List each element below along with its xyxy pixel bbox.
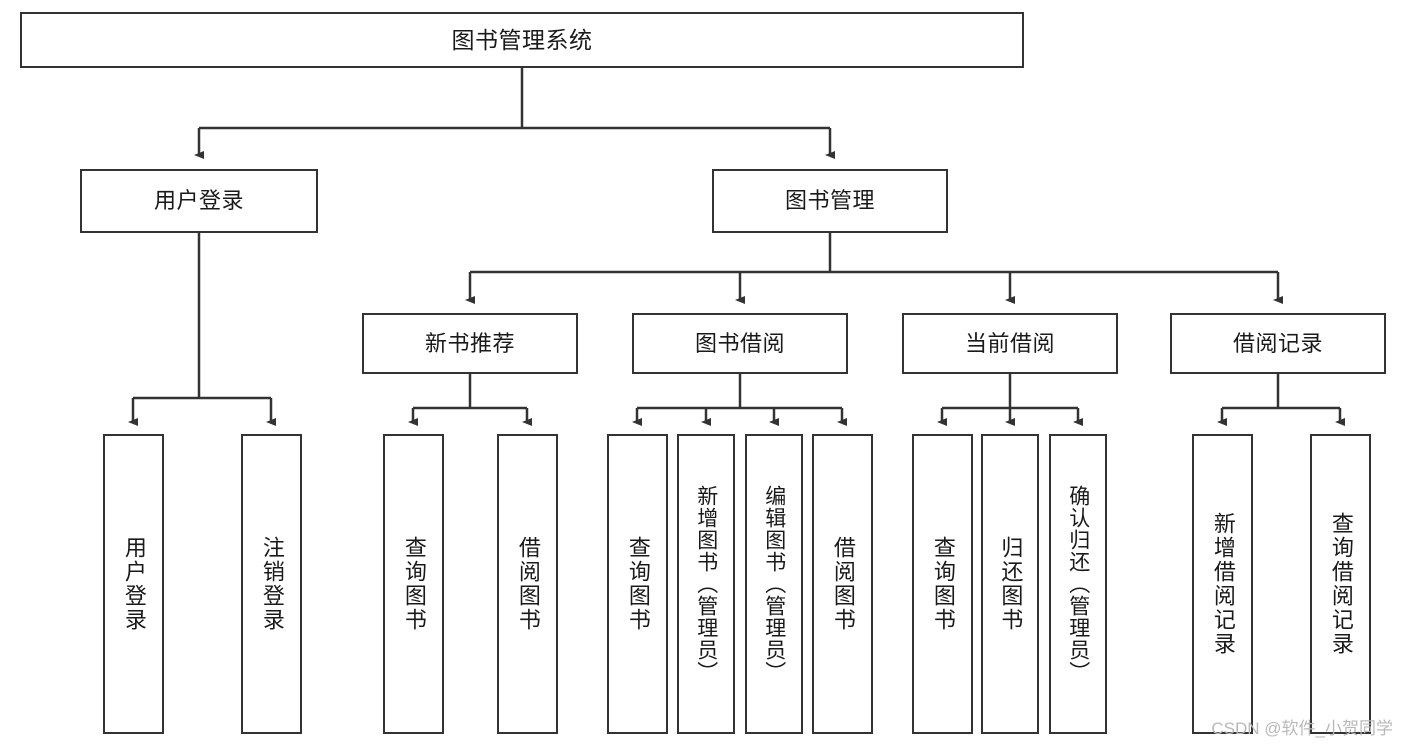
node-label: 查询图书 [401, 536, 427, 632]
leaf-book-borrow-query[interactable]: 查询图书 [607, 434, 668, 734]
leaf-current-borrow-return[interactable]: 归还图书 [981, 434, 1039, 734]
node-current-borrow[interactable]: 当前借阅 [902, 313, 1118, 374]
leaf-user-login-login[interactable]: 用户登录 [103, 434, 164, 734]
node-book-borrow[interactable]: 图书借阅 [632, 313, 848, 374]
leaf-book-borrow-borrow[interactable]: 借阅图书 [812, 434, 873, 734]
node-label: 查询借阅记录 [1328, 512, 1354, 656]
node-label: 新增借阅记录 [1210, 512, 1236, 656]
node-label: 编辑图书（管理员） [762, 485, 786, 683]
node-label: 借阅图书 [515, 536, 541, 632]
node-user-login[interactable]: 用户登录 [80, 169, 318, 233]
node-label: 用户登录 [153, 188, 244, 214]
leaf-current-borrow-confirm-return[interactable]: 确认归还（管理员） [1049, 434, 1107, 734]
node-label: 当前借阅 [964, 330, 1055, 356]
watermark-text: CSDN @软件_小贺同学 [1211, 719, 1393, 738]
leaf-new-book-borrow[interactable]: 借阅图书 [497, 434, 558, 734]
node-label: 归还图书 [998, 536, 1024, 632]
node-label: 借阅记录 [1232, 330, 1323, 356]
node-label: 注销登录 [259, 536, 285, 632]
leaf-book-borrow-edit[interactable]: 编辑图书（管理员） [745, 434, 803, 734]
node-root-system[interactable]: 图书管理系统 [20, 12, 1024, 68]
leaf-new-book-query[interactable]: 查询图书 [383, 434, 444, 734]
leaf-borrow-records-query[interactable]: 查询借阅记录 [1310, 434, 1371, 734]
node-label: 新增图书（管理员） [694, 485, 718, 683]
node-label: 确认归还（管理员） [1066, 485, 1090, 683]
node-label: 图书管理系统 [451, 26, 593, 53]
node-label: 图书借阅 [694, 330, 785, 356]
leaf-current-borrow-query[interactable]: 查询图书 [912, 434, 973, 734]
node-label: 图书管理 [784, 188, 875, 214]
node-label: 用户登录 [121, 536, 147, 632]
node-borrow-records[interactable]: 借阅记录 [1170, 313, 1386, 374]
leaf-user-login-logout[interactable]: 注销登录 [241, 434, 302, 734]
node-new-book-recommend[interactable]: 新书推荐 [362, 313, 578, 374]
node-book-management[interactable]: 图书管理 [712, 169, 948, 233]
leaf-borrow-records-add[interactable]: 新增借阅记录 [1192, 434, 1253, 734]
node-label: 新书推荐 [424, 330, 515, 356]
node-label: 查询图书 [625, 536, 651, 632]
leaf-book-borrow-add[interactable]: 新增图书（管理员） [677, 434, 735, 734]
node-label: 查询图书 [930, 536, 956, 632]
node-label: 借阅图书 [830, 536, 856, 632]
